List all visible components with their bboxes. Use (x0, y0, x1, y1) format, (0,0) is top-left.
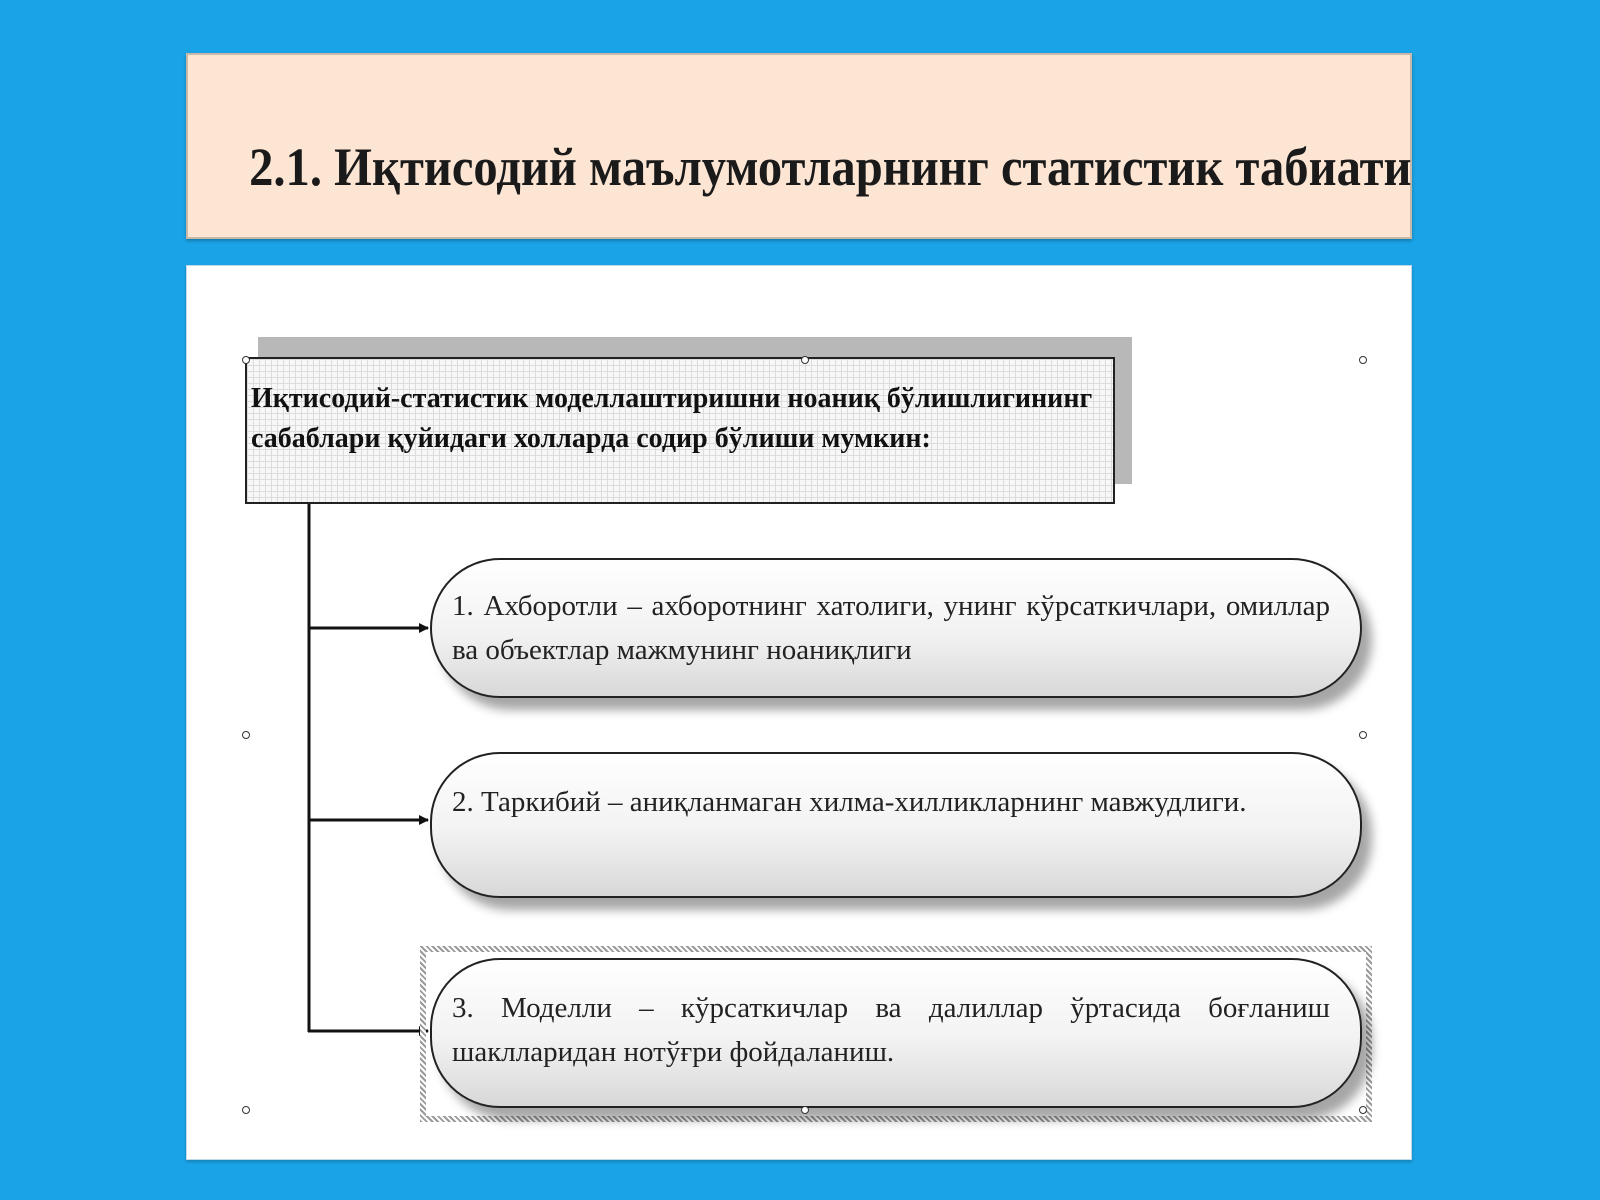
diagram-item-3[interactable]: 3. Моделли – кўрсаткичлар ва далиллар ўр… (430, 958, 1362, 1108)
diagram-item-2[interactable]: 2. Таркибий – аниқланмаган хилма-хилликл… (430, 752, 1362, 898)
diagram-item-1[interactable]: 1. Ахборотли – ахборотнинг хатолиги, уни… (430, 558, 1362, 698)
diagram-header-box[interactable]: Иқтисодий-статистик моделлаштиришни ноан… (245, 357, 1115, 504)
slide-title: 2.1. Иқтисодий маълумотларнинг статистик… (249, 137, 1412, 197)
title-panel: 2.1. Иқтисодий маълумотларнинг статистик… (186, 53, 1412, 239)
diagram-header-text: Иқтисодий-статистик моделлаштиришни ноан… (251, 383, 1093, 454)
resize-handle-middle-left[interactable] (242, 731, 250, 739)
resize-handle-bottom-left[interactable] (242, 1106, 250, 1114)
resize-handle-top-left[interactable] (242, 356, 250, 364)
resize-handle-middle-right[interactable] (1359, 731, 1367, 739)
resize-handle-top-right[interactable] (1359, 356, 1367, 364)
resize-handle-bottom-center[interactable] (801, 1106, 809, 1114)
resize-handle-top-center[interactable] (801, 356, 809, 364)
diagram-item-1-text: 1. Ахборотли – ахборотнинг хатолиги, уни… (452, 590, 1330, 666)
diagram-item-2-text: 2. Таркибий – аниқланмаган хилма-хилликл… (452, 786, 1247, 818)
diagram-item-3-text: 3. Моделли – кўрсаткичлар ва далиллар ўр… (452, 992, 1330, 1068)
resize-handle-bottom-right[interactable] (1359, 1106, 1367, 1114)
